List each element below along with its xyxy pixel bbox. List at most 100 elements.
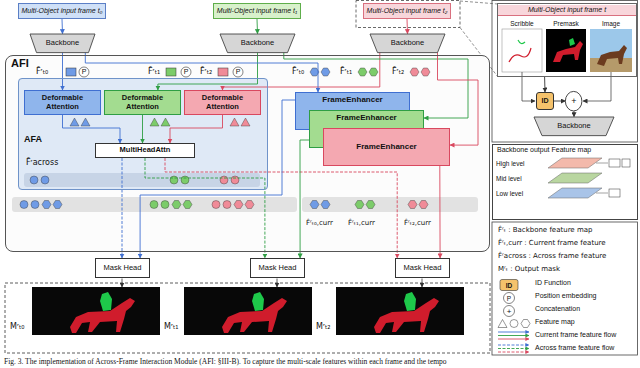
decor-use	[421, 68, 430, 76]
decor-rect	[18, 78, 268, 190]
node-text: Backbone output Feature map	[497, 146, 591, 154]
decor-use	[183, 201, 192, 209]
decor-rect	[302, 197, 478, 212]
decor-circle	[504, 306, 515, 317]
decor-use	[358, 68, 367, 76]
decor-rect	[66, 68, 76, 76]
legend-text: F̂ʳₜ,curr : Current frame feature	[498, 239, 606, 247]
icon-letter: +	[504, 306, 515, 317]
level-label: Low level	[496, 190, 523, 198]
feature-label: F̂ʳₜ₁	[148, 67, 160, 77]
decor-rect	[609, 189, 620, 197]
node-text: Multi-Object input frame t₀	[21, 7, 102, 15]
connector	[170, 115, 223, 143]
decor-rect	[492, 222, 638, 355]
decor-use	[53, 201, 62, 209]
legend-text: Feature map	[535, 318, 575, 326]
id-icon: ID	[536, 92, 554, 110]
node-text: +	[571, 96, 576, 106]
concat-icon: +	[565, 91, 582, 111]
decor-rect	[609, 159, 620, 167]
decor-use	[184, 287, 312, 335]
figure-caption: Fig. 3. The implementation of Across-Fra…	[4, 357, 447, 366]
input-box: Multi-Object input frame t₀	[18, 3, 106, 19]
node-text: Backbone	[241, 39, 274, 48]
decor-polygon	[548, 158, 602, 168]
legend-text: Current frame feature flow	[535, 331, 616, 339]
node-text: Deformable Attention	[26, 94, 99, 111]
decor-path	[498, 332, 529, 333]
node-text: AFI	[11, 57, 29, 70]
decor-path	[122, 279, 123, 288]
decor-rect	[5, 55, 490, 252]
head-box: Mask Head	[95, 258, 150, 278]
decor-use	[41, 176, 49, 184]
decor-path	[569, 38, 575, 46]
backbone-block: Backbone	[220, 34, 295, 53]
node-text: Mask Head	[404, 264, 442, 273]
node-text: Backbone	[391, 39, 424, 48]
decor-use	[321, 201, 330, 209]
decor-rect	[5, 283, 490, 353]
decor-rect	[12, 197, 297, 212]
decor-path	[498, 339, 529, 340]
node-text: Deformable Attention	[106, 94, 179, 111]
connector	[63, 115, 121, 143]
connector	[439, 166, 440, 258]
level-label: High level	[496, 160, 525, 168]
feature-label: F̂ʳₜ₀	[36, 67, 48, 77]
head-box: Mask Head	[250, 258, 305, 278]
decor-rect	[356, 1, 460, 28]
feature-label: F̂ʳₜ₂	[392, 67, 404, 77]
connector	[544, 77, 545, 92]
node-text: Multi-Object input frame t	[498, 5, 636, 16]
connector	[223, 52, 380, 90]
node-text: Backbone	[557, 122, 590, 131]
decor-use	[321, 68, 330, 76]
node-text: MultiHeadAttn	[120, 146, 171, 155]
decor-use	[212, 201, 220, 209]
module-group: AFADeformable AttentionDeformable Attent…	[18, 78, 268, 190]
decor-use	[230, 118, 239, 126]
decor-use	[498, 320, 507, 328]
node-text: ID	[542, 97, 549, 105]
node-text: Multi-Object input frame t₂	[367, 7, 448, 15]
backbone-block: Backbone	[30, 34, 95, 53]
legend-text: Across frame feature flow	[535, 344, 614, 352]
decor-rect	[500, 280, 518, 291]
node-text: Mask Head	[259, 264, 297, 273]
decor-use	[161, 201, 169, 209]
decor-use	[521, 320, 530, 328]
feature-label: F̂ʳₜ₁	[340, 67, 352, 77]
decor-path	[509, 48, 531, 62]
legend-text: Position embedding	[535, 292, 597, 300]
connector	[257, 19, 259, 34]
decor-use	[32, 287, 160, 335]
attention-box: Deformable Attention	[104, 90, 181, 115]
decor-rect	[622, 159, 630, 167]
connector	[554, 101, 565, 102]
backbone-block: Backbone	[534, 117, 614, 136]
mask-label: Mʳₜ₁	[164, 322, 179, 332]
decor-path	[498, 348, 529, 349]
trapezoid-outline	[534, 117, 614, 136]
decor-use	[310, 201, 319, 209]
decor-use	[223, 201, 231, 209]
connector	[85, 52, 318, 92]
feature-label: F̂ʳₜ₀	[292, 67, 304, 77]
connector	[145, 158, 265, 258]
decor-use	[170, 176, 178, 184]
legend-text: F̂ʳₜ : Backbone feature map	[498, 226, 592, 234]
image-caption: Scribble	[502, 19, 542, 28]
connector	[300, 140, 309, 258]
decor-rect	[590, 29, 632, 72]
decor-circle	[181, 67, 191, 77]
node-text: Backbone	[46, 39, 79, 48]
attention-box: Deformable Attention	[24, 90, 101, 115]
node-text: FrameEnhancer	[336, 113, 396, 122]
node-text: FrameEnhancer	[322, 95, 382, 104]
decor-use	[181, 176, 189, 184]
node-text: FrameEnhancer	[356, 142, 416, 151]
feature-label: F̂ʳₜ₁,curr	[348, 219, 375, 227]
connector	[158, 52, 258, 90]
